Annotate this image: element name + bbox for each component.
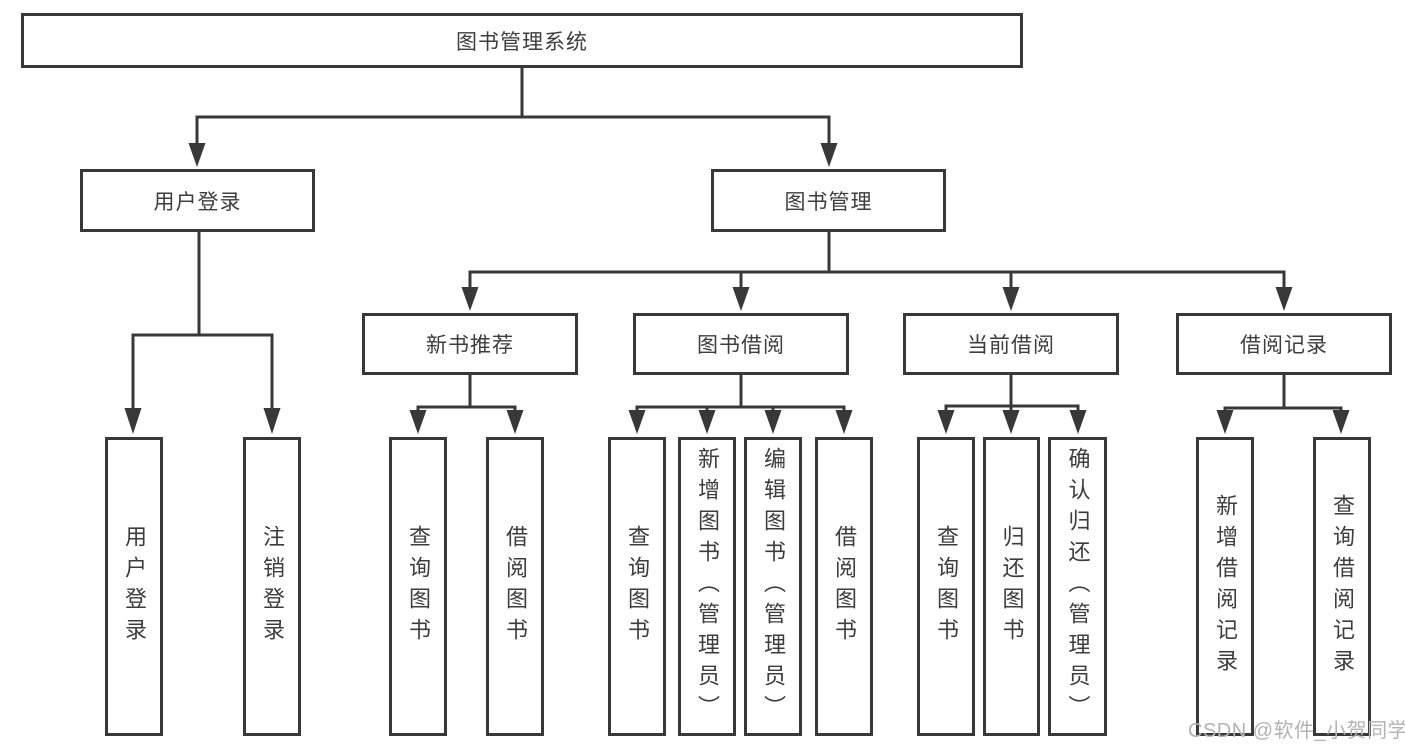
node-book-borrowing: 图书借阅 <box>633 313 849 375</box>
node-add-borrow-record: 新增借阅记录 <box>1196 437 1254 736</box>
node-label: 用户登录 <box>122 524 147 649</box>
node-label: 查询图书 <box>406 524 431 649</box>
node-query-books-recommend: 查询图书 <box>389 437 447 736</box>
node-user-login-group: 用户登录 <box>80 169 315 232</box>
node-label: 新书推荐 <box>426 334 514 357</box>
node-label: 新增图书（管理员） <box>695 447 720 726</box>
node-user-login: 用户登录 <box>105 437 163 736</box>
node-label: 查询借阅记录 <box>1330 493 1355 680</box>
csdn-watermark: CSDN @软件_小贺同学 <box>1188 720 1405 742</box>
node-confirm-return-admin: 确认归还（管理员） <box>1048 437 1107 736</box>
node-label: 图书管理 <box>784 190 873 214</box>
node-edit-book-admin: 编辑图书（管理员） <box>744 437 802 736</box>
node-label: 编辑图书（管理员） <box>761 447 786 726</box>
node-borrowing-records: 借阅记录 <box>1176 313 1392 375</box>
node-label: 借阅记录 <box>1240 334 1328 357</box>
node-add-book-admin: 新增图书（管理员） <box>678 437 736 736</box>
node-label: 归还图书 <box>999 524 1025 649</box>
node-label: 图书管理系统 <box>456 30 588 54</box>
node-book-management: 图书管理 <box>711 169 946 232</box>
node-borrow-books-recommend: 借阅图书 <box>486 437 544 736</box>
node-label: 查询图书 <box>625 524 650 649</box>
node-label: 注销登录 <box>260 524 285 649</box>
node-label: 确认归还（管理员） <box>1065 447 1091 726</box>
node-library-management-system: 图书管理系统 <box>21 13 1023 68</box>
node-label: 查询图书 <box>934 524 959 649</box>
node-label: 用户登录 <box>153 190 242 214</box>
node-borrow-books-borrowing: 借阅图书 <box>815 437 873 736</box>
node-label: 借阅图书 <box>503 524 528 649</box>
node-logout: 注销登录 <box>243 437 301 736</box>
node-query-borrow-record: 查询借阅记录 <box>1313 437 1371 736</box>
tree-edges <box>131 68 1343 413</box>
node-label: 新增借阅记录 <box>1213 493 1238 680</box>
node-query-books-borrowing: 查询图书 <box>608 437 666 736</box>
node-new-book-recommendation: 新书推荐 <box>362 313 578 375</box>
node-query-books-current: 查询图书 <box>917 437 975 736</box>
node-label: 借阅图书 <box>832 524 857 649</box>
node-return-book: 归还图书 <box>983 437 1040 736</box>
node-label: 当前借阅 <box>967 334 1055 357</box>
node-label: 图书借阅 <box>697 334 785 357</box>
node-current-borrowing: 当前借阅 <box>903 313 1119 375</box>
arrowheads <box>124 143 1350 434</box>
